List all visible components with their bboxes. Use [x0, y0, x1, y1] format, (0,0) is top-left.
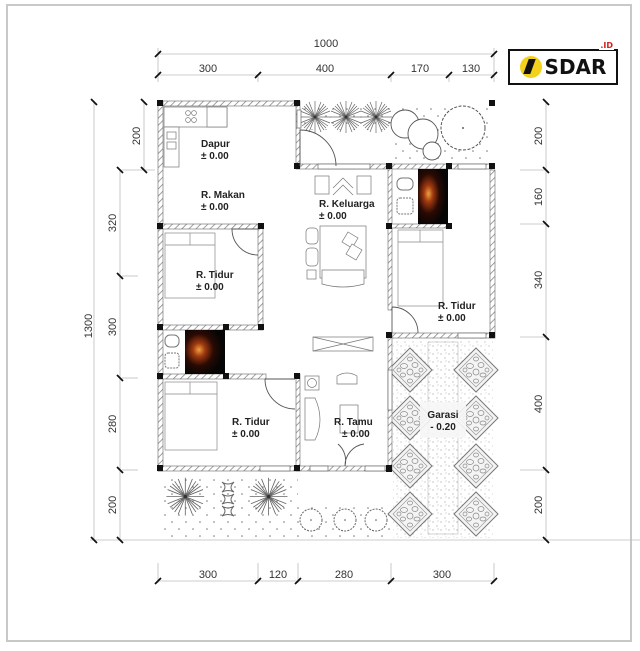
room-tidur-3-name: R. Tidur: [232, 417, 270, 428]
logo-tld: .ID: [599, 41, 614, 50]
living-furniture: [304, 336, 374, 441]
room-labels: Dapur ± 0.00 R. Makan ± 0.00 R. Keluarga…: [196, 139, 476, 440]
room-tidur-3-level: ± 0.00: [232, 429, 260, 440]
beds: [164, 229, 444, 451]
room-makan-level: ± 0.00: [201, 202, 229, 213]
logo-mark-icon: [519, 56, 542, 78]
dim-bottom-1: 300: [199, 569, 217, 581]
dim-left-4: 280: [107, 415, 119, 433]
room-tidur-1-level: ± 0.00: [196, 282, 224, 293]
dim-top-total: 1000: [314, 38, 338, 50]
room-dapur-level: ± 0.00: [201, 151, 229, 162]
dim-top-3: 170: [411, 63, 429, 75]
dim-top-2: 400: [316, 63, 334, 75]
doors: [231, 129, 419, 467]
dimension-ticks: [90, 50, 550, 585]
dim-right-3: 340: [533, 271, 545, 289]
room-tidur-1-name: R. Tidur: [196, 270, 234, 281]
bathroom-left: [164, 330, 225, 374]
dim-bottom-3: 280: [335, 569, 353, 581]
family-furniture: [305, 175, 372, 288]
dim-left-5: 200: [107, 496, 119, 514]
dim-left-total: 1300: [83, 314, 95, 338]
garage-paving: [387, 338, 499, 538]
dim-bottom-2: 120: [269, 569, 287, 581]
room-garasi-name: Garasi: [427, 410, 458, 421]
dim-right-2: 160: [533, 188, 545, 206]
dim-right-4: 400: [533, 395, 545, 413]
kitchen-counter: [163, 106, 228, 168]
dim-right-1: 200: [533, 127, 545, 145]
logo-text: SDAR: [544, 55, 607, 79]
garden-bottom: [160, 474, 392, 538]
room-tamu-level: ± 0.00: [342, 429, 370, 440]
room-makan-name: R. Makan: [201, 190, 245, 201]
dimension-lines: [90, 48, 640, 583]
sdar-logo: SDAR .ID: [508, 41, 618, 85]
dim-left-3: 300: [107, 318, 119, 336]
dim-top-1: 300: [199, 63, 217, 75]
room-garasi-level: - 0.20: [430, 422, 456, 433]
room-tidur-2-level: ± 0.00: [438, 313, 466, 324]
dim-bottom-4: 300: [433, 569, 451, 581]
room-tidur-2-name: R. Tidur: [438, 301, 476, 312]
room-keluarga-name: R. Keluarga: [319, 199, 375, 210]
room-keluarga-level: ± 0.00: [319, 211, 347, 222]
columns: [157, 100, 495, 472]
bathroom-top: [396, 169, 448, 224]
windows: [259, 109, 487, 472]
dim-left-2: 320: [107, 214, 119, 232]
dim-right-5: 200: [533, 496, 545, 514]
room-tamu-name: R. Tamu: [334, 417, 373, 428]
garden-top: [298, 100, 492, 167]
dim-top-4: 130: [462, 63, 480, 75]
dim-left-1: 200: [131, 127, 143, 145]
room-dapur-name: Dapur: [201, 139, 230, 150]
